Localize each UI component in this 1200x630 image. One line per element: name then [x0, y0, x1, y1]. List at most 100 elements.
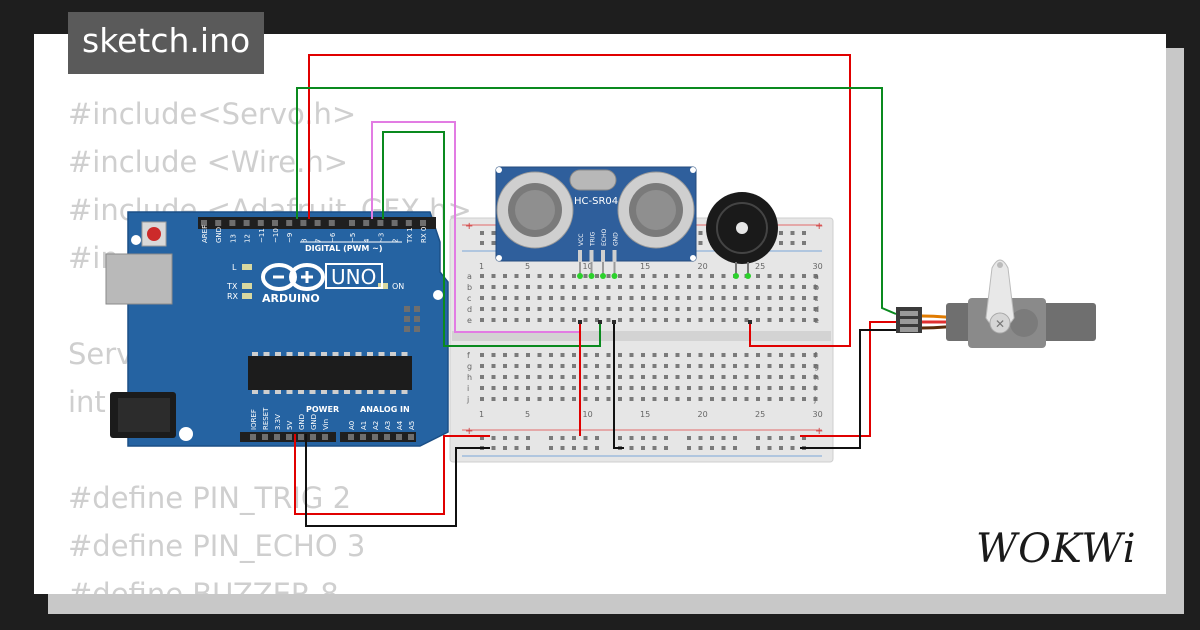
bb-row-label: g [814, 362, 819, 371]
bb-row-label: c [467, 294, 471, 303]
digital-pin-label: ~6 [329, 232, 337, 243]
sensor-pin-label: GND [613, 232, 620, 246]
bb-column-number: 1 [479, 410, 484, 419]
bb-column-number: 25 [755, 262, 765, 271]
analog-pin-label: A3 [384, 421, 392, 430]
power-pin-label: 3.3V [274, 414, 282, 430]
digital-pin-label: 8 [300, 239, 308, 243]
power-pin-label: IOREF [250, 409, 258, 430]
led-tx [242, 283, 252, 289]
bb-row-label: f [467, 351, 470, 360]
wokwi-logo: WOKWi [976, 526, 1137, 572]
digital-pin-label: ~10 [272, 228, 280, 243]
power-pin-label: Vin [322, 419, 330, 430]
sensor-pin-label: ECHO [601, 229, 608, 246]
code-preview: #include<Servo.h> #include <Wire.h> #inc… [68, 97, 472, 594]
usb-port [105, 253, 173, 305]
file-tab[interactable]: sketch.ino [68, 12, 265, 74]
led-l [242, 264, 252, 270]
bb-column-number: 15 [640, 410, 650, 419]
wires [294, 54, 897, 527]
bb-column-number: 30 [813, 262, 823, 271]
bb-row-label: g [467, 362, 472, 371]
ultrasonic-transducer-right [617, 171, 695, 249]
analog-pin-label: A2 [372, 421, 380, 430]
bb-column-number: 10 [583, 410, 593, 419]
led-on-label: ON [392, 282, 404, 291]
piezo-buzzer [706, 192, 778, 278]
svg-text:+: + [815, 426, 823, 437]
bb-row-label: h [467, 373, 472, 382]
digital-pin-label: GND [215, 227, 223, 243]
bb-column-number: 15 [640, 262, 650, 271]
bb-column-number: 25 [755, 410, 765, 419]
led-l-label: L [232, 263, 237, 272]
svg-text:✕: ✕ [995, 317, 1005, 331]
bb-row-label: i [467, 384, 469, 393]
servo-motor: ✕ [896, 259, 1096, 348]
digital-pin-label: RX 0 [420, 227, 428, 243]
bb-row-label: b [814, 283, 819, 292]
wire-green-pin9-servo [296, 87, 897, 315]
bb-row-label: d [814, 305, 819, 314]
wire-red-rail-servo [800, 321, 896, 437]
board-brand: ARDUINO [262, 292, 320, 305]
bb-row-label: j [813, 395, 816, 404]
bb-row-label: e [467, 316, 472, 325]
bb-row-label: j [466, 395, 469, 404]
hc-sr04-sensor: HC-SR04 VCC TRIG ECHO GND [495, 166, 697, 276]
digital-pin-label: 12 [244, 234, 252, 243]
arduino-infinity-logo [261, 263, 325, 291]
bb-row-label: f [814, 351, 817, 360]
bb-column-number: 5 [525, 410, 530, 419]
bb-row-label: d [467, 305, 472, 314]
wire-red-servo-power [308, 54, 851, 347]
bb-column-number: 30 [813, 410, 823, 419]
digital-pin-label: AREF [201, 225, 209, 243]
sensor-pin-label: VCC [578, 234, 585, 246]
wire-red-5v-rail [294, 434, 490, 515]
power-label: POWER [306, 405, 339, 414]
digital-header-label: DIGITAL (PWM ~) [305, 244, 383, 253]
svg-text:+: + [465, 426, 473, 437]
bb-column-number: 1 [479, 262, 484, 271]
wire-black-rail-servo [800, 329, 896, 449]
reset-button[interactable] [147, 227, 161, 241]
digital-pin-label: ~9 [286, 233, 294, 243]
analog-pin-label: A4 [396, 420, 404, 430]
bb-row-label: b [467, 283, 472, 292]
led-rx-label: RX [227, 292, 239, 301]
digital-pin-label: ~3 [377, 233, 385, 243]
digital-pin-label: 4 [363, 238, 371, 243]
power-pin-label: RESET [262, 407, 270, 430]
digital-pin-label: ~11 [258, 228, 266, 243]
led-rx [242, 293, 252, 299]
sensor-label: HC-SR04 [574, 196, 618, 207]
bb-column-number: 5 [525, 262, 530, 271]
board-model: UNO [331, 265, 376, 289]
svg-text:+: + [465, 221, 473, 232]
power-pin-label: GND [298, 414, 306, 430]
bb-column-number: 20 [698, 262, 708, 271]
power-pin-label: GND [310, 414, 318, 430]
digital-pin-label: 13 [229, 234, 237, 243]
wire-green-pin2-echo [382, 131, 601, 347]
digital-pin-label: 7 [315, 239, 323, 243]
wire-black-sensor-gnd [613, 322, 624, 449]
digital-pin-label: TX 1 [406, 227, 414, 244]
atmega-chip [248, 356, 412, 390]
bb-row-label: i [814, 384, 816, 393]
svg-text:+: + [815, 221, 823, 232]
crystal [569, 169, 617, 191]
bb-row-label: c [814, 294, 818, 303]
bb-column-number: 20 [698, 410, 708, 419]
analog-pin-label: A5 [408, 421, 416, 430]
analog-label: ANALOG IN [360, 405, 410, 414]
analog-pin-label: A0 [348, 421, 356, 430]
sensor-pin-label: TRIG [590, 231, 597, 247]
analog-pin-label: A1 [360, 421, 368, 430]
ultrasonic-transducer-left [496, 171, 574, 249]
bb-column-number: 10 [583, 262, 593, 271]
